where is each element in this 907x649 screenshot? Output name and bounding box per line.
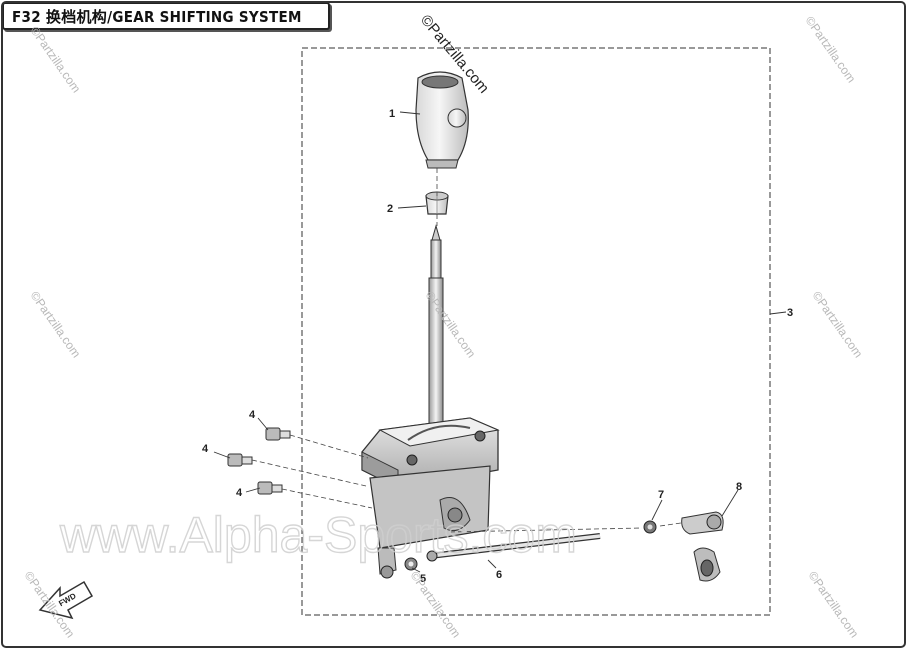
shift-knob [415, 71, 469, 169]
callout-7: 7 [658, 489, 664, 501]
watermark-alpha-sports: www.Alpha-Sports.com [59, 507, 577, 563]
watermark-partzilla-tr: ©Partzilla.com [803, 14, 859, 86]
callout-3: 3 [787, 307, 793, 319]
callout-5: 5 [420, 573, 426, 585]
callout-4-upper: 4 [249, 409, 256, 421]
watermark-partzilla-ml: ©Partzilla.com [28, 289, 84, 361]
small-nut [404, 557, 418, 571]
bolt-middle [227, 453, 253, 467]
watermark-partzilla-br: ©Partzilla.com [806, 569, 862, 641]
callout-8: 8 [736, 481, 742, 493]
watermark-partzilla-bc: ©Partzilla.com [408, 569, 464, 641]
bolt-upper [265, 427, 291, 441]
cable-nut [643, 520, 657, 534]
leader-lines [213, 111, 787, 573]
callout-1: 1 [389, 108, 395, 120]
shifter-housing [361, 417, 500, 579]
callout-4-middle: 4 [202, 443, 209, 455]
alignment-lines [251, 168, 689, 533]
watermark-partzilla-mr: ©Partzilla.com [810, 289, 866, 361]
callout-2: 2 [387, 203, 393, 215]
callout-numbers: 1 2 3 4 4 4 5 6 7 8 [202, 108, 793, 585]
forward-arrow-icon: FWD [38, 580, 94, 620]
assembly-boundary [301, 47, 771, 616]
bolt-lower [257, 481, 283, 495]
callout-6: 6 [496, 569, 502, 581]
watermark-partzilla-tl: ©Partzilla.com [28, 24, 84, 96]
callout-4-lower: 4 [236, 487, 243, 499]
shift-link-rod [426, 533, 601, 562]
shift-rod [428, 224, 444, 429]
ball-joint [681, 511, 724, 582]
